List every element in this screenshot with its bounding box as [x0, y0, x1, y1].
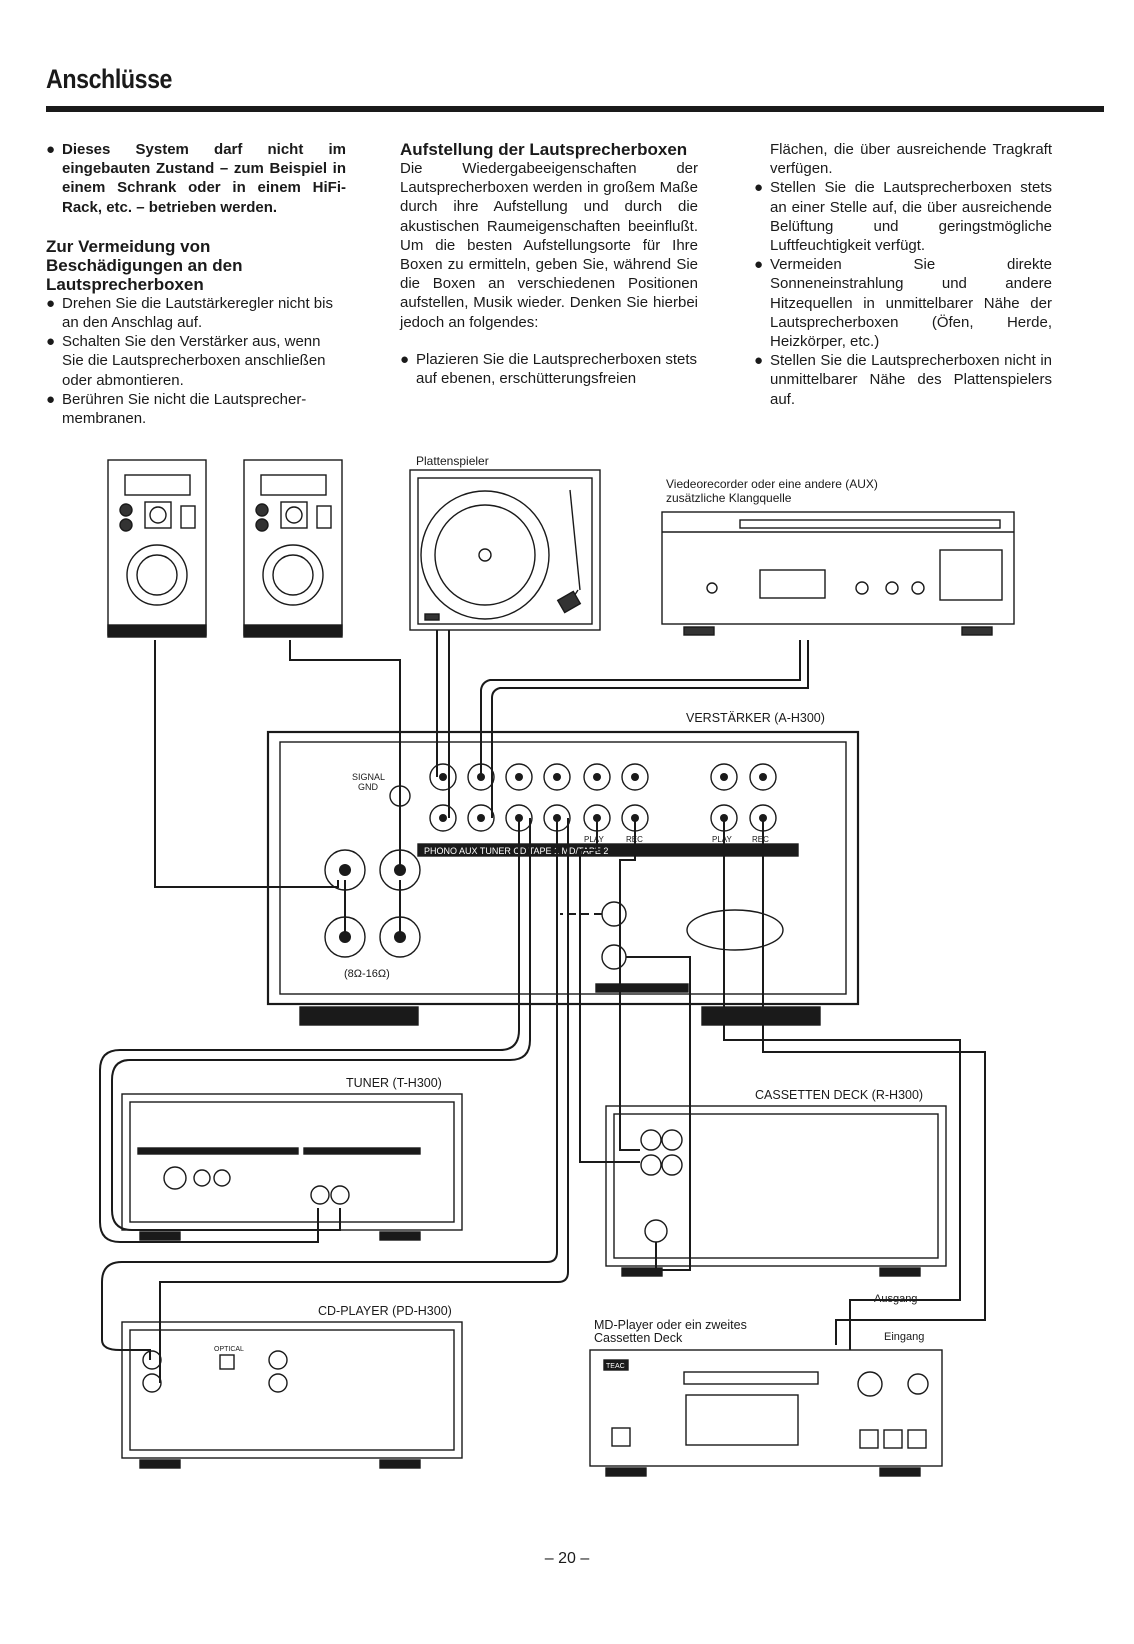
list-item-text: Vermeiden Sie direkte Sonneneinstrahlung… — [770, 256, 1052, 351]
tuner: TUNER (T-H300) — [121, 1076, 463, 1241]
warning-text: Dieses System darf nicht im eingebauten … — [62, 141, 346, 216]
speaker-left — [107, 459, 207, 638]
input-strip-label: PHONO AUX TUNER CD TAPE 1 MD/TAPE 2 — [424, 846, 608, 856]
cd-label: CD-PLAYER (PD-H300) — [318, 1304, 452, 1318]
cassette-deck: CASSETTEN DECK (R-H300) — [605, 1088, 947, 1277]
column-1: ●Dieses System darf nicht im eingebauten… — [46, 140, 346, 428]
signal-gnd-label-2: GND — [358, 782, 379, 792]
list-item: ●Berühren Sie nicht die Lautsprecher-mem… — [46, 390, 307, 428]
list-item-text: Stellen Sie die Lautsprecherboxen nicht … — [770, 352, 1052, 408]
cd-player: CD-PLAYER (PD-H300) OPTICAL — [121, 1304, 463, 1469]
page-title: Anschlüsse — [46, 64, 173, 94]
list-item-text: Plazieren Sie die Lautsprecherboxen stet… — [416, 350, 698, 388]
impedance-label: (8Ω-16Ω) — [344, 968, 390, 980]
placement-heading: Aufstellung der Lautsprecherboxen — [400, 140, 688, 159]
list-item: ●Stellen Sie die Lautsprecherboxen stets… — [754, 179, 1052, 255]
list-item: ●Schalten Sie den Verstärker aus, wenn S… — [46, 333, 326, 389]
signal-gnd-label-1: SIGNAL — [352, 772, 385, 782]
title-rule — [46, 106, 1104, 112]
continued-text: Flächen, die über ausreichende Tragkraft… — [770, 141, 1052, 178]
list-item: ●Drehen Sie die Lautstärkeregler nicht b… — [46, 294, 333, 332]
speaker-right — [243, 459, 343, 638]
rec-label-2: REC — [752, 835, 769, 844]
warning-note: ●Dieses System darf nicht im eingebauten… — [46, 141, 346, 216]
aux-label-1: Viedeorecorder oder eine andere (AUX) — [666, 477, 878, 491]
connection-diagram: Plattenspieler Viedeorecorder oder eine … — [99, 454, 1015, 1477]
cassette-label: CASSETTEN DECK (R-H300) — [755, 1088, 923, 1102]
turntable-label: Plattenspieler — [416, 454, 489, 468]
amplifier-label: VERSTÄRKER (A-H300) — [686, 711, 825, 725]
md-label-2: Cassetten Deck — [594, 1331, 683, 1345]
optical-label: OPTICAL — [214, 1346, 244, 1353]
play-label-2: PLAY — [712, 835, 733, 844]
list-item: ●Plazieren Sie die Lautsprecherboxen ste… — [400, 350, 698, 388]
connection-cables — [99, 630, 986, 1383]
tuner-label: TUNER (T-H300) — [346, 1076, 442, 1090]
teac-logo: TEAC — [606, 1363, 625, 1370]
placement-paragraph: Die Wiedergabeeigenschaften der Lautspre… — [400, 160, 698, 331]
list-item-text: Schalten Sie den Verstärker aus, wenn Si… — [62, 333, 326, 389]
play-label-1: PLAY — [584, 835, 605, 844]
page-number: – 20 – — [544, 1550, 590, 1567]
list-item-text: Stellen Sie die Lautsprecherboxen stets … — [770, 179, 1052, 255]
md-label-1: MD-Player oder ein zweites — [594, 1318, 747, 1332]
md-player: MD-Player oder ein zweites Cassetten Dec… — [589, 1293, 943, 1477]
aux-label-2: zusätzliche Klangquelle — [666, 491, 792, 505]
column-3: Flächen, die über ausreichende Tragkraft… — [754, 140, 1052, 409]
column-2: Aufstellung der Lautsprecherboxen Die Wi… — [400, 140, 698, 388]
aux-source: Viedeorecorder oder eine andere (AUX) zu… — [661, 477, 1015, 636]
turntable: Plattenspieler — [409, 454, 601, 631]
list-item-text: Berühren Sie nicht die Lautsprecher-memb… — [62, 390, 307, 428]
list-item-text: Drehen Sie die Lautstärkeregler nicht bi… — [62, 294, 333, 332]
input-label: Eingang — [884, 1331, 924, 1343]
damage-heading: Zur Vermeidung von Beschädigungen an den… — [46, 236, 243, 294]
list-item: ●Vermeiden Sie direkte Sonneneinstrahlun… — [754, 256, 1052, 351]
list-item: ●Stellen Sie die Lautsprecherboxen nicht… — [754, 352, 1052, 408]
amplifier: VERSTÄRKER (A-H300) SIGNAL GND PLAY — [266, 711, 860, 1026]
